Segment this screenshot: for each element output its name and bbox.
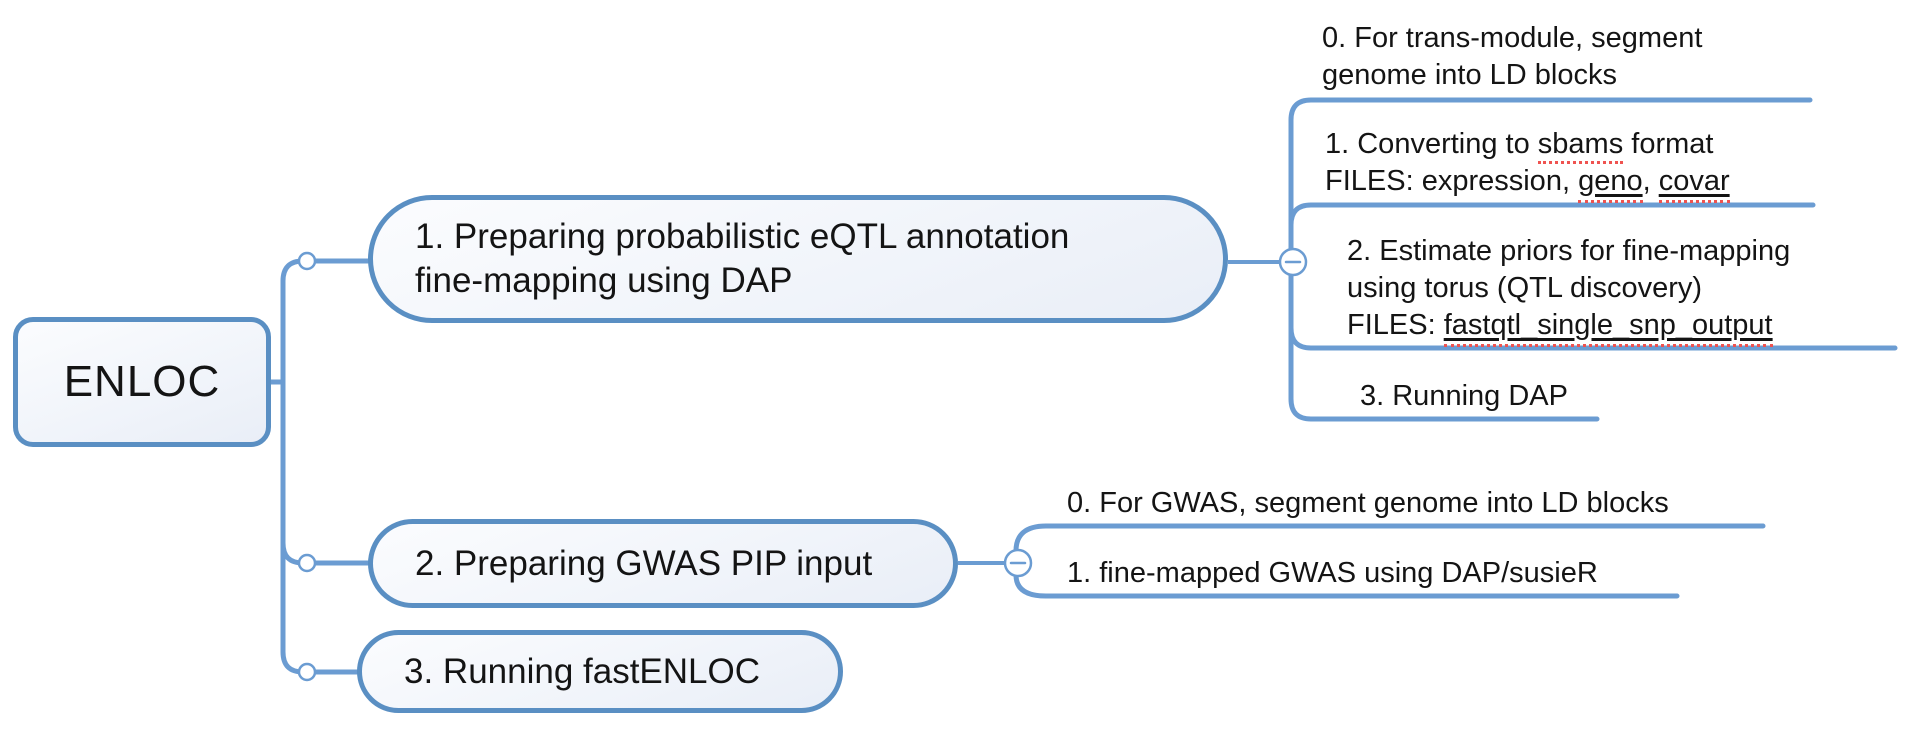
text-segment: 3. Running DAP bbox=[1360, 380, 1568, 412]
main-topic-3[interactable]: 3. Running fastENLOC bbox=[357, 630, 843, 713]
text-segment: 2. Estimate priors for fine-mapping bbox=[1347, 235, 1791, 267]
text-segment-spell: sbams bbox=[1537, 128, 1624, 164]
branch-line-1-1 bbox=[1288, 202, 1816, 252]
text-segment-uspell: fastqtl_single_snp_output bbox=[1443, 309, 1773, 347]
text-segment: 1. Converting to bbox=[1325, 128, 1538, 160]
main-topic-1-label: 1. Preparing probabilistic eQTL annotati… bbox=[415, 217, 1070, 256]
text-segment: 0. For GWAS, segment genome into LD bloc… bbox=[1067, 487, 1669, 519]
text-segment: , bbox=[1642, 165, 1659, 197]
subtopic-2-0[interactable]: 0. For GWAS, segment genome into LD bloc… bbox=[1067, 485, 1669, 522]
text-segment-uspell: covar bbox=[1658, 165, 1730, 203]
root-topic-label: ENLOC bbox=[63, 357, 221, 406]
collapse-button[interactable] bbox=[1278, 247, 1308, 277]
root-topic-enloc[interactable]: ENLOC bbox=[13, 317, 271, 447]
subtopic-text-line: FILES: fastqtl_single_snp_output bbox=[1347, 307, 1790, 347]
text-segment: 0. For trans-module, segment bbox=[1322, 22, 1703, 54]
branch-line-1-0 bbox=[1288, 97, 1813, 252]
subtopic-1-0[interactable]: 0. For trans-module, segment genome into … bbox=[1322, 20, 1702, 94]
collapse-button[interactable] bbox=[1003, 548, 1033, 578]
subtopic-text-line: 0. For trans-module, segment bbox=[1322, 20, 1702, 57]
text-segment: genome into LD blocks bbox=[1322, 59, 1617, 91]
branch-line-2-0 bbox=[1013, 523, 1766, 554]
subtopic-text-line: 1. fine-mapped GWAS using DAP/susieR bbox=[1067, 555, 1598, 592]
branch-handle-icon[interactable] bbox=[297, 251, 317, 271]
subtopic-text-line: genome into LD blocks bbox=[1322, 57, 1702, 94]
text-segment: 1. fine-mapped GWAS using DAP/susieR bbox=[1067, 557, 1598, 589]
subtopic-text-line: 3. Running DAP bbox=[1360, 378, 1568, 415]
subtopic-2-1[interactable]: 1. fine-mapped GWAS using DAP/susieR bbox=[1067, 555, 1598, 592]
subtopic-1-3[interactable]: 3. Running DAP bbox=[1360, 378, 1568, 415]
subtopic-text-line: using torus (QTL discovery) bbox=[1347, 270, 1790, 307]
branch-line-root-1 bbox=[265, 258, 371, 385]
subtopic-1-2[interactable]: 2. Estimate priors for fine-mapping using… bbox=[1347, 233, 1790, 347]
branch-handle-icon[interactable] bbox=[297, 553, 317, 573]
subtopic-text-line: 0. For GWAS, segment genome into LD bloc… bbox=[1067, 485, 1669, 522]
branch-line-1-3 bbox=[1288, 272, 1600, 422]
subtopic-text-line: FILES: expression, geno, covar bbox=[1325, 163, 1730, 203]
text-segment: format bbox=[1623, 128, 1714, 160]
main-topic-1[interactable]: 1. Preparing probabilistic eQTL annotati… bbox=[368, 195, 1228, 323]
branch-line-2-1 bbox=[1013, 572, 1680, 599]
text-segment-uspell: geno bbox=[1578, 165, 1643, 203]
text-segment: FILES: bbox=[1347, 309, 1444, 341]
subtopic-text-line: 1. Converting to sbams format bbox=[1325, 126, 1730, 164]
main-topic-2-label: 2. Preparing GWAS PIP input bbox=[415, 543, 873, 583]
main-topic-3-label: 3. Running fastENLOC bbox=[404, 651, 761, 691]
text-segment: using torus (QTL discovery) bbox=[1347, 272, 1703, 304]
main-topic-2[interactable]: 2. Preparing GWAS PIP input bbox=[368, 519, 958, 608]
subtopic-text-line: 2. Estimate priors for fine-mapping bbox=[1347, 233, 1790, 270]
branch-handle-icon[interactable] bbox=[297, 662, 317, 682]
main-topic-1-label: fine-mapping using DAP bbox=[415, 261, 793, 300]
branch-line-root-2 bbox=[280, 379, 371, 566]
text-segment: FILES: expression, bbox=[1325, 165, 1579, 197]
